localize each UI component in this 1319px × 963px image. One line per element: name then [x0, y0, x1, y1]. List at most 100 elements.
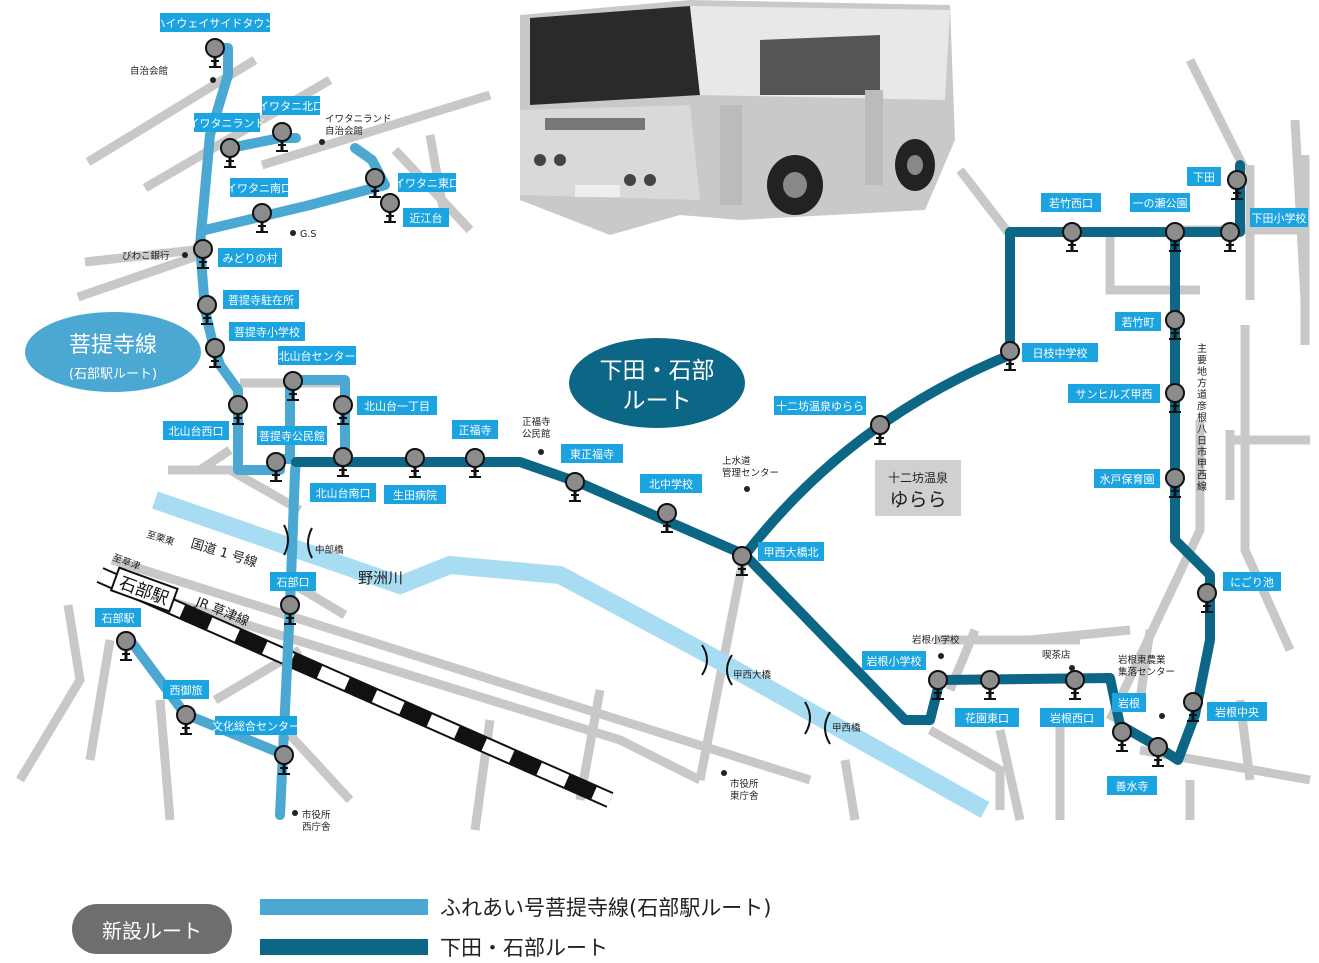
stop-label-text: 北山台南口	[316, 486, 371, 500]
stop-label-text: 北山台センター	[279, 349, 356, 363]
city-hall-east-label-1: 市役所	[730, 778, 759, 790]
bus-stop-icon	[116, 631, 136, 661]
iwatani-jichikaikan-label-2: 自治会館	[325, 125, 363, 137]
bus-stop-icon	[1165, 383, 1185, 413]
bus-stop-icon	[1062, 222, 1082, 252]
bus-stop-icon	[870, 415, 890, 445]
bus-stop-icon	[228, 395, 248, 425]
bus-stops	[116, 38, 1247, 775]
legend-light-route: ふれあい号菩提寺線(石部駅ルート)	[260, 892, 771, 922]
stop-label: 岩根小学校	[862, 651, 926, 670]
stop-label-text: 北山台一丁目	[364, 399, 430, 413]
stop-label-text: 若竹西口	[1049, 196, 1093, 210]
stop-label: にごり池	[1223, 572, 1281, 591]
shimoda-badge-title-1: 下田・石部	[600, 358, 715, 384]
stop-label-text: 菩提寺小学校	[234, 325, 300, 339]
stop-label-text: 日枝中学校	[1033, 346, 1088, 360]
stop-label: 近江台	[403, 208, 449, 227]
stop-label: 岩根中央	[1207, 702, 1267, 721]
legend-dark-route: 下田・石部ルート	[260, 932, 608, 962]
bus-stop-icon	[205, 338, 225, 368]
bridge-brackets	[283, 524, 831, 745]
bus-stop-icon	[274, 745, 294, 775]
bodaiji-badge-title: 菩提寺線	[69, 333, 157, 358]
bus-stop-icon	[266, 452, 286, 482]
stop-label-text: 菩提寺公民館	[259, 429, 325, 443]
shimoda-route-badge: 下田・石部 ルート	[569, 338, 745, 428]
stop-label-text: 文化総合センター	[212, 719, 300, 733]
bus-stop-icon	[1000, 341, 1020, 371]
stop-label-text: 石部口	[277, 575, 310, 589]
nokyo-label-2: 集落センター	[1118, 666, 1175, 678]
stop-label: 十二坊温泉ゆらら	[774, 396, 866, 415]
yurara-landmark: 十二坊温泉 ゆらら	[875, 460, 961, 516]
stop-label-text: 東正福寺	[570, 447, 614, 461]
stop-label-text: 生田病院	[393, 488, 437, 502]
legend-light-label: ふれあい号菩提寺線(石部駅ルート)	[440, 896, 772, 920]
stop-label: 水戸保育園	[1094, 469, 1160, 488]
stop-label-text: にごり池	[1230, 575, 1274, 589]
bus-sign	[545, 118, 645, 130]
bus-stop-icon	[1065, 670, 1085, 700]
chubu-bridge-label: 中部橋	[315, 544, 344, 556]
water-center-label-2: 管理センター	[722, 467, 779, 479]
stop-label: 花園東口	[955, 708, 1019, 727]
bus-stop-icon	[1183, 692, 1203, 722]
stop-label-text: イワタニ東口	[394, 177, 460, 190]
stop-label-text: 岩根中央	[1215, 705, 1259, 719]
city-hall-west-label-1: 市役所	[302, 809, 331, 821]
bus-stop-icon	[980, 670, 1000, 700]
stop-label: サンヒルズ甲西	[1068, 384, 1160, 403]
bus-stop-icon	[1197, 583, 1217, 613]
stop-label: 正福寺	[452, 420, 498, 439]
stop-label-text: 正福寺	[459, 423, 492, 437]
new-route-badge: 新設ルート	[72, 904, 232, 954]
landmark-dots	[182, 77, 1165, 816]
jr-railway	[96, 567, 614, 808]
route-map: ハイウェイサイドタウンイワタニランドイワタニ北口イワタニ南口イワタニ東口近江台み…	[16, 0, 1311, 833]
cafe-label: 喫茶店	[1042, 649, 1071, 661]
stop-label: 北山台センター	[278, 346, 356, 365]
bus-stop-icon	[732, 546, 752, 576]
bus-stop-icon	[365, 168, 385, 198]
bus-stop-icon	[283, 371, 303, 401]
stop-label: イワタニ北口	[258, 96, 324, 115]
stop-label-text: イワタニランド	[189, 117, 266, 130]
stop-label: イワタニランド	[189, 113, 266, 132]
bus-stop-icon	[1165, 468, 1185, 498]
bus-stop-icon	[405, 448, 425, 478]
stop-label: 菩提寺駐在所	[223, 290, 299, 309]
nokyo-label-1: 岩根東農業	[1118, 654, 1166, 666]
stop-label-text: イワタニ南口	[226, 182, 292, 195]
stop-label-text: 甲西大橋北	[764, 545, 819, 559]
stop-label-text: みどりの村	[223, 251, 278, 265]
stop-label: 菩提寺公民館	[257, 426, 327, 445]
stop-label: 岩根	[1112, 693, 1146, 712]
stop-label-text: 一の瀬公園	[1133, 196, 1188, 210]
stop-label: イワタニ東口	[394, 173, 460, 192]
bus-illustration	[520, 0, 955, 235]
iwatani-jichikaikan-label-1: イワタニランド	[325, 114, 392, 125]
stop-label-text: 若竹町	[1122, 315, 1155, 329]
river	[152, 491, 990, 818]
stop-label: ハイウェイサイドタウン	[155, 13, 276, 32]
stop-label-text: イワタニ北口	[258, 100, 324, 113]
prefectural-road-label: 主要地方道彦根八日市甲西線	[1197, 343, 1207, 493]
bus-stop-icon	[1148, 737, 1168, 767]
stop-label: 一の瀬公園	[1130, 193, 1190, 212]
stop-label-text: ハイウェイサイドタウン	[155, 17, 276, 30]
stop-label: 甲西大橋北	[758, 542, 824, 561]
stop-label: 下田小学校	[1250, 208, 1308, 227]
stop-label-text: 北中学校	[649, 477, 693, 491]
shofukuji-hall-label-1: 正福寺	[522, 416, 551, 428]
stop-label-text: 石部駅	[102, 611, 135, 625]
stop-label-text: 善水寺	[1116, 779, 1149, 793]
stop-label: 若竹町	[1115, 312, 1161, 331]
legend-dark-label: 下田・石部ルート	[440, 936, 608, 960]
stop-label-text: 北山台西口	[169, 424, 224, 438]
bus-stop-icon	[280, 595, 300, 625]
yurara-label-1: 十二坊温泉	[888, 470, 948, 485]
bus-stop-icon	[657, 503, 677, 533]
shofukuji-hall-label-2: 公民館	[522, 428, 551, 440]
bus-stop-icon	[1165, 222, 1185, 252]
